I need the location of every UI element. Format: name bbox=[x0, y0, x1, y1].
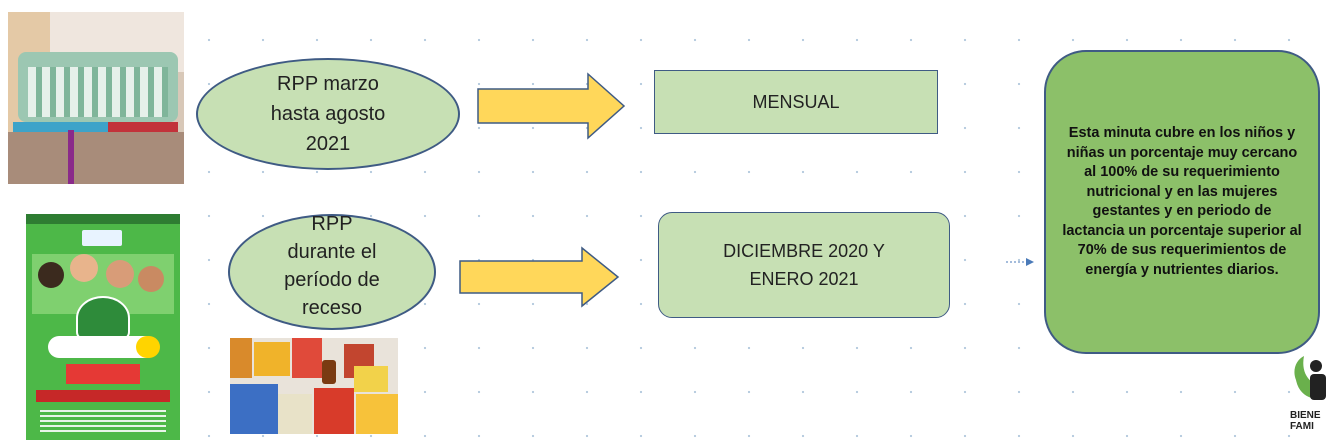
box-diciembre-enero: DICIEMBRE 2020 Y ENERO 2021 bbox=[658, 212, 950, 318]
bienestarina-package-image bbox=[26, 214, 180, 440]
photo-classroom-packages bbox=[8, 12, 184, 184]
arrow-right-icon bbox=[477, 72, 626, 140]
box-diciembre-enero-label: DICIEMBRE 2020 Y ENERO 2021 bbox=[723, 241, 885, 289]
small-arrow-icon bbox=[1006, 258, 1034, 266]
ellipse-rpp-marzo-agosto: RPP marzo hasta agosto 2021 bbox=[196, 58, 460, 170]
ellipse-rpp-receso-label: RPP durante el período de receso bbox=[284, 213, 380, 319]
photo-food-items bbox=[230, 338, 398, 434]
box-mensual: MENSUAL bbox=[654, 70, 938, 134]
note-nutrition-coverage-text: Esta minuta cubre en los niños y niñas u… bbox=[1062, 125, 1302, 278]
logo-text: BIENE FAMI bbox=[1290, 410, 1321, 432]
bienestar-familiar-logo: BIENE FAMI bbox=[1290, 352, 1326, 444]
arrow-right-icon bbox=[459, 246, 620, 308]
ellipse-rpp-receso: RPP durante el período de receso bbox=[228, 213, 436, 330]
box-mensual-label: MENSUAL bbox=[752, 92, 840, 112]
ellipse-rpp-marzo-agosto-label: RPP marzo hasta agosto 2021 bbox=[270, 73, 386, 155]
note-nutrition-coverage: Esta minuta cubre en los niños y niñas u… bbox=[1044, 50, 1320, 354]
